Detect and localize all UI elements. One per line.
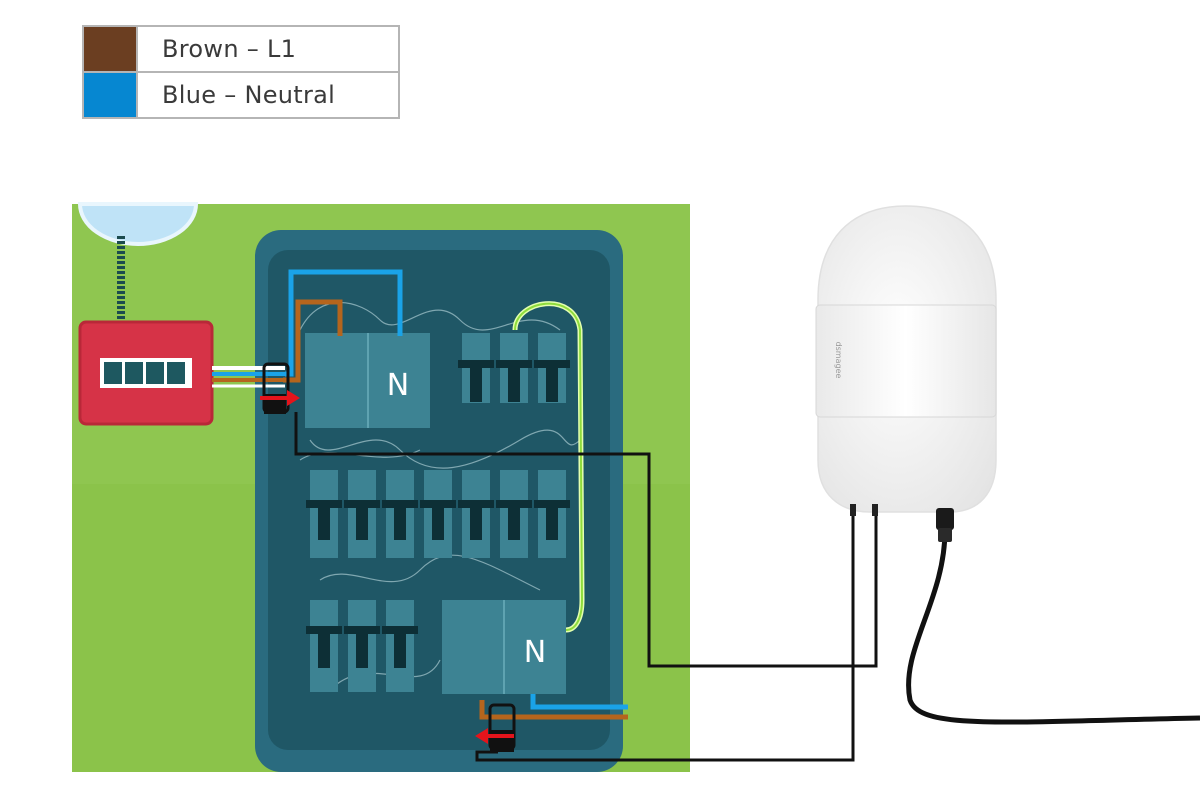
- legend-row-neutral: Blue – Neutral: [82, 71, 400, 119]
- legend-label-neutral: Blue – Neutral: [136, 71, 400, 119]
- device-brand: dsmagee: [834, 342, 843, 379]
- power-cable: [906, 529, 1200, 725]
- breaker-row-middle: [306, 470, 570, 558]
- rcd-switch-label: N: [524, 635, 546, 670]
- live-wire-main: [283, 299, 343, 383]
- breaker-row-bottom: [306, 600, 418, 692]
- breaker-row-top: [458, 333, 570, 403]
- current-direction-arrow: [475, 728, 514, 744]
- main-switch-label: N: [387, 368, 409, 403]
- ct-clamp-rcd: [475, 703, 516, 752]
- current-direction-arrow: [260, 390, 300, 406]
- lamp-icon: [77, 202, 199, 246]
- legend-label-live: Brown – L1: [136, 25, 400, 73]
- sensor-cable-rcd: [475, 514, 855, 762]
- legend-row-live: Brown – L1: [82, 25, 400, 73]
- supply-wires: [212, 366, 285, 388]
- wire-color-legend: Brown – L1 Blue – Neutral: [82, 25, 400, 119]
- neutral-wire-rcd: [530, 694, 628, 710]
- panel-illustration: N N: [72, 202, 690, 772]
- live-wire-rcd: [479, 700, 628, 720]
- blue-swatch: [82, 71, 138, 119]
- energy-monitor-device: dsmagee: [815, 205, 997, 542]
- sensor-cable-main: [294, 412, 878, 668]
- brown-swatch: [82, 25, 138, 73]
- ct-clamp-main: [260, 362, 300, 414]
